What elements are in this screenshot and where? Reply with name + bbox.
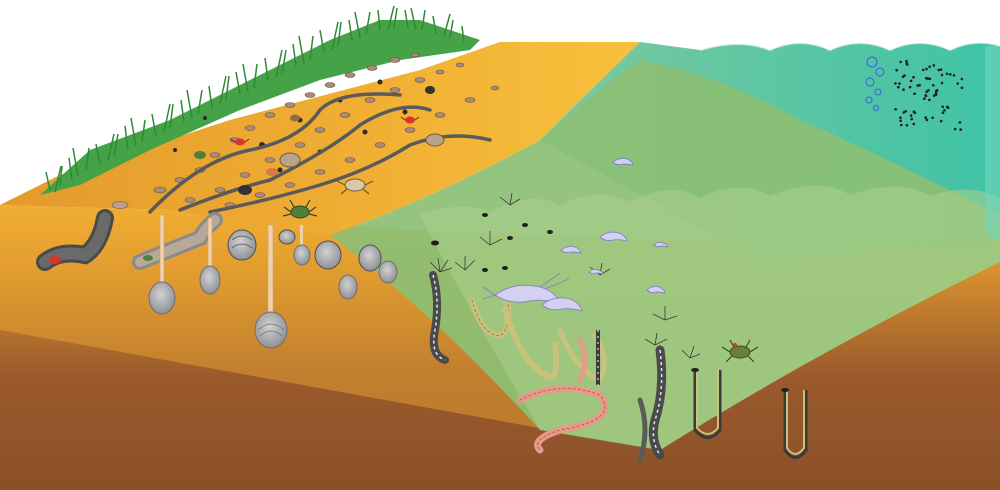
shrimp-icon — [482, 157, 669, 312]
plankton-dot — [905, 62, 909, 65]
plankton-dot — [925, 118, 929, 122]
plankton-dot — [899, 116, 902, 119]
plankton-dot — [924, 94, 927, 97]
plankton-dot — [894, 82, 897, 85]
far-wave-crest — [699, 41, 1000, 52]
plankton-dot — [924, 116, 927, 119]
plankton-dot — [928, 65, 931, 69]
plankton-dot — [927, 89, 930, 92]
plankton-dot — [960, 77, 964, 81]
water-side-edge — [985, 46, 1000, 240]
plankton-dot — [941, 111, 945, 114]
plankton-dot — [902, 88, 905, 91]
plankton-dot — [958, 121, 962, 124]
plankton-dot — [912, 122, 915, 126]
plankton-dot — [960, 86, 964, 90]
plankton-dot — [949, 73, 952, 76]
snail-icon — [238, 86, 445, 195]
plankton-dot — [913, 92, 916, 95]
surface-burrow-tracks — [148, 92, 492, 214]
plankton-dot — [909, 114, 913, 117]
plankton-dot — [905, 124, 909, 127]
plankton-dot — [928, 98, 931, 102]
worm-icon — [469, 297, 648, 463]
plankton-dot — [935, 89, 939, 92]
marsh-grass-icon — [40, 5, 480, 195]
crab-burrow-tube — [36, 209, 114, 271]
plankton-dot — [939, 119, 943, 123]
plankton-dot — [943, 109, 946, 112]
plankton-dot — [916, 84, 919, 87]
plankton-dot — [908, 85, 912, 89]
crab-icon — [49, 256, 61, 264]
burrow-holes — [111, 52, 500, 209]
clam-icon — [148, 214, 398, 349]
plankton-dot — [923, 97, 926, 100]
plankton-dot — [940, 81, 944, 85]
plankton-dot — [894, 107, 897, 111]
plankton-icon — [894, 59, 964, 131]
plankton-dot — [925, 90, 928, 93]
plankton-dot — [905, 59, 908, 63]
plankton-dot — [937, 68, 940, 72]
plankton-dot — [898, 82, 901, 85]
plankton-dot — [899, 60, 902, 64]
plankton-dot — [904, 110, 908, 113]
plankton-dot — [952, 74, 956, 77]
plankton-dot — [959, 128, 962, 131]
plankton-dot — [928, 77, 932, 81]
plankton-dot — [912, 110, 916, 113]
plankton-dot — [953, 127, 957, 131]
plankton-dot — [899, 119, 902, 123]
plankton-dot — [909, 79, 913, 83]
plankton-dot — [932, 84, 935, 87]
plankton-dot — [903, 74, 906, 77]
plankton-dot — [900, 123, 903, 127]
plankton-dot — [912, 75, 915, 79]
plankton-dot — [956, 82, 959, 85]
plankton-dot — [941, 105, 944, 109]
plankton-dot — [895, 68, 898, 72]
plankton-dot — [921, 68, 925, 72]
plankton-dot — [902, 111, 906, 114]
plankton-dot — [939, 68, 943, 71]
plankton-dot — [940, 73, 944, 77]
tube-worm-icon — [429, 271, 808, 460]
underwater-holes — [431, 213, 553, 272]
plankton-dot — [910, 117, 913, 121]
crab-icon — [194, 114, 759, 363]
plankton-dot — [932, 64, 936, 67]
plankton-dot — [931, 116, 934, 120]
plankton-dot — [897, 85, 900, 89]
plankton-dot — [926, 77, 930, 80]
plankton-dot — [946, 105, 949, 109]
plankton-dot — [925, 67, 928, 71]
plankton-dot — [945, 72, 949, 76]
plankton-dot — [934, 93, 938, 96]
bubbles-icon — [865, 56, 885, 112]
